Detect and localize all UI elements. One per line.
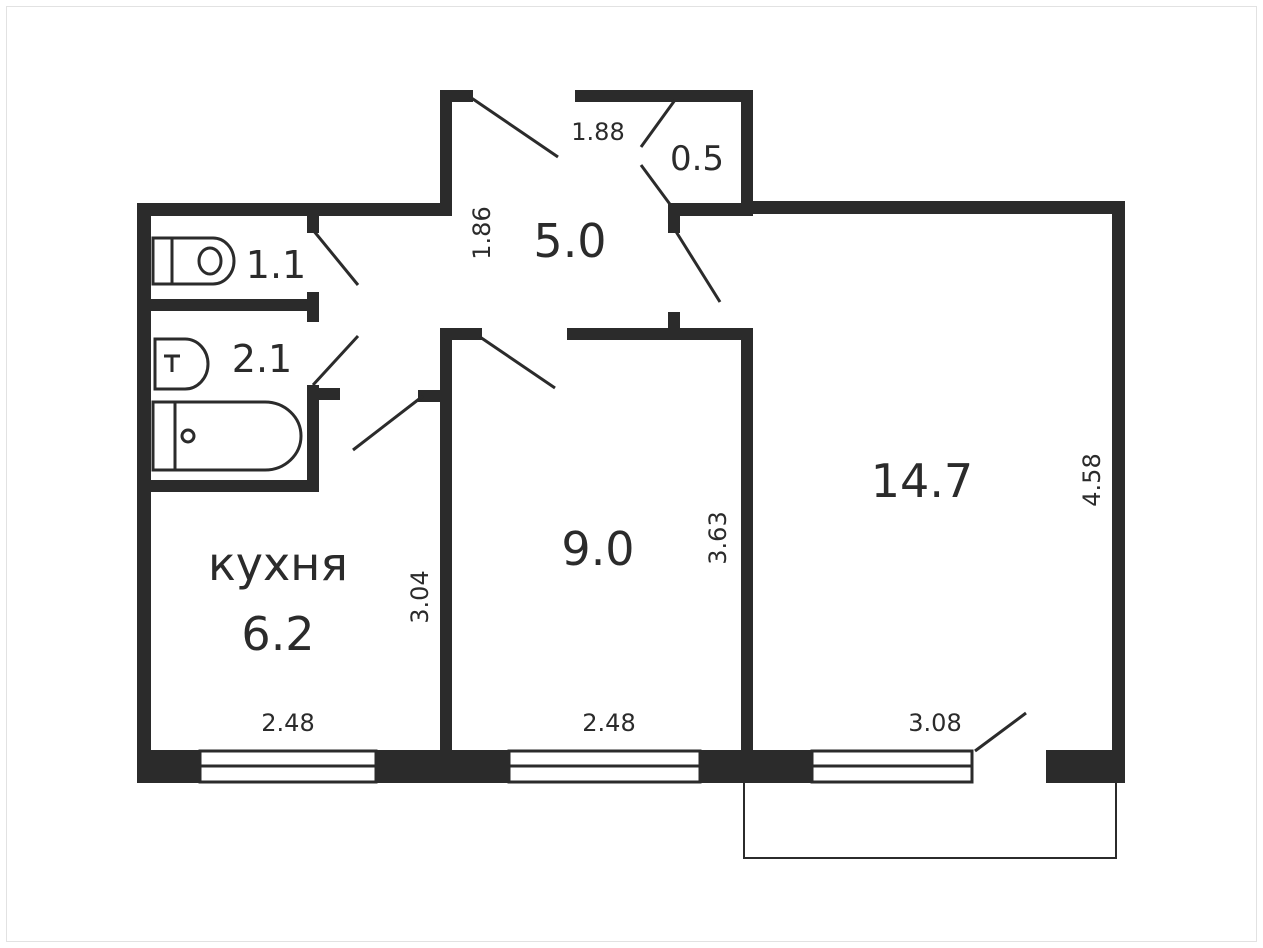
door-icon: [639, 99, 677, 148]
door-icon: [311, 334, 360, 387]
walls: [137, 90, 1125, 783]
kitchen-area: 6.2: [241, 607, 314, 661]
door-icon: [974, 711, 1027, 753]
dim-hallway-side: 1.86: [468, 206, 496, 259]
wall-hall-top-left: [440, 90, 473, 102]
door-icon: [479, 335, 556, 390]
bedroom-area: 9.0: [561, 522, 634, 576]
pier-4: [1046, 750, 1125, 783]
wall-bath-right: [307, 385, 319, 492]
wall-closet-stub: [668, 203, 680, 233]
door-icon: [352, 394, 424, 452]
wall-hall-stub: [668, 312, 680, 332]
plan-frame: [6, 6, 1257, 942]
room-labels: 5.0 0.5 1.1 2.1 кухня 6.2 9.0 14.7: [208, 139, 973, 661]
toilet-icon: [151, 236, 236, 286]
dim-living-height: 4.58: [1078, 453, 1106, 506]
dim-living-width: 3.08: [908, 709, 961, 737]
hallway-area: 5.0: [533, 214, 606, 268]
wall-bath-bottom: [137, 480, 319, 492]
window-icon: [198, 749, 378, 784]
wall-toilet-jamb: [307, 203, 319, 233]
wall-toilet-bath: [137, 299, 319, 311]
bathtub-icon: [151, 400, 303, 472]
wall-bath-stub: [307, 388, 340, 400]
wall-closet-bottom: [668, 203, 753, 216]
door-icon: [639, 164, 674, 208]
window-icon: [810, 749, 974, 784]
wall-toilet-bath-stub: [307, 292, 319, 322]
door-icon: [673, 229, 722, 303]
toilet-area: 1.1: [246, 243, 306, 287]
pier-1: [137, 750, 200, 783]
living-room-area: 14.7: [871, 454, 973, 508]
pier-3: [700, 750, 812, 783]
dim-bedroom-width: 2.48: [582, 709, 635, 737]
wall-bedroom-living: [741, 328, 753, 752]
dim-kitchen-height: 3.04: [406, 570, 434, 623]
wall-hall-left: [440, 90, 452, 216]
balcony: [743, 783, 1117, 859]
wall-kitchen-bedroom: [440, 328, 452, 752]
kitchen-label: кухня: [208, 537, 348, 591]
doors: [311, 95, 1027, 753]
wall-top-wing: [137, 203, 452, 216]
dim-bedroom-height: 3.63: [704, 511, 732, 564]
wall-bedroom-top: [567, 328, 753, 340]
wall-closet-right: [741, 90, 753, 213]
bathroom-area: 2.1: [232, 337, 292, 381]
wall-left-outer: [137, 203, 151, 783]
wall-kitchen-stub: [418, 390, 452, 402]
dimension-labels: 1.88 1.86 3.04 2.48 3.63 2.48 4.58 3.08: [261, 118, 1106, 737]
pier-2: [376, 750, 509, 783]
dim-hallway-top: 1.88: [571, 118, 624, 146]
fixtures: [151, 236, 303, 472]
sink-icon: [153, 337, 210, 391]
wall-bedroom-top-left: [440, 328, 482, 340]
door-icon: [469, 95, 559, 159]
windows: [198, 749, 974, 784]
wall-right-outer: [1112, 201, 1125, 783]
dim-kitchen-width: 2.48: [261, 709, 314, 737]
closet-area: 0.5: [670, 139, 724, 179]
wall-closet-top: [575, 90, 753, 102]
window-icon: [507, 749, 702, 784]
wall-living-top: [741, 201, 1125, 214]
door-icon: [311, 229, 360, 286]
